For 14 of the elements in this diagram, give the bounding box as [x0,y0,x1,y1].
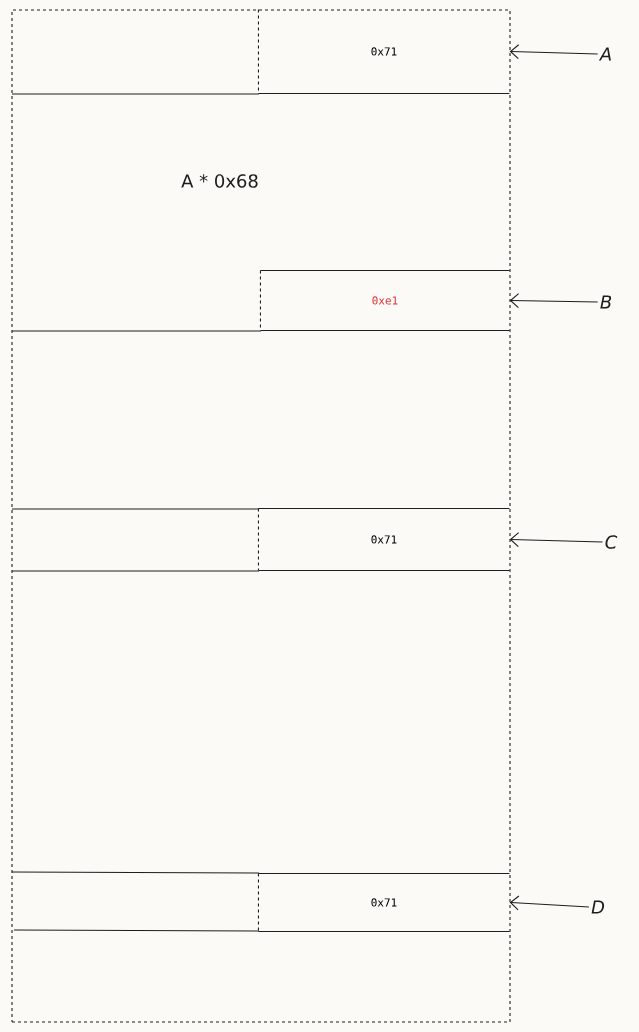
pointer-letter: C [605,535,618,549]
dashed-frame [11,9,511,1023]
arrow [509,895,590,911]
arrow [509,532,604,548]
pointer-letter: B [600,295,612,309]
memory-cell: 0x71 [257,8,510,94]
memory-cell: 0xe1 [259,269,510,331]
arrow [509,44,599,60]
memory-cell: 0x71 [257,507,510,571]
pointer-letter: A [598,47,611,61]
formula-text: A * 0x68 [181,174,258,188]
arrow [509,293,599,309]
memory-cell: 0x71 [257,872,510,932]
pointer-letter: D [591,900,605,914]
